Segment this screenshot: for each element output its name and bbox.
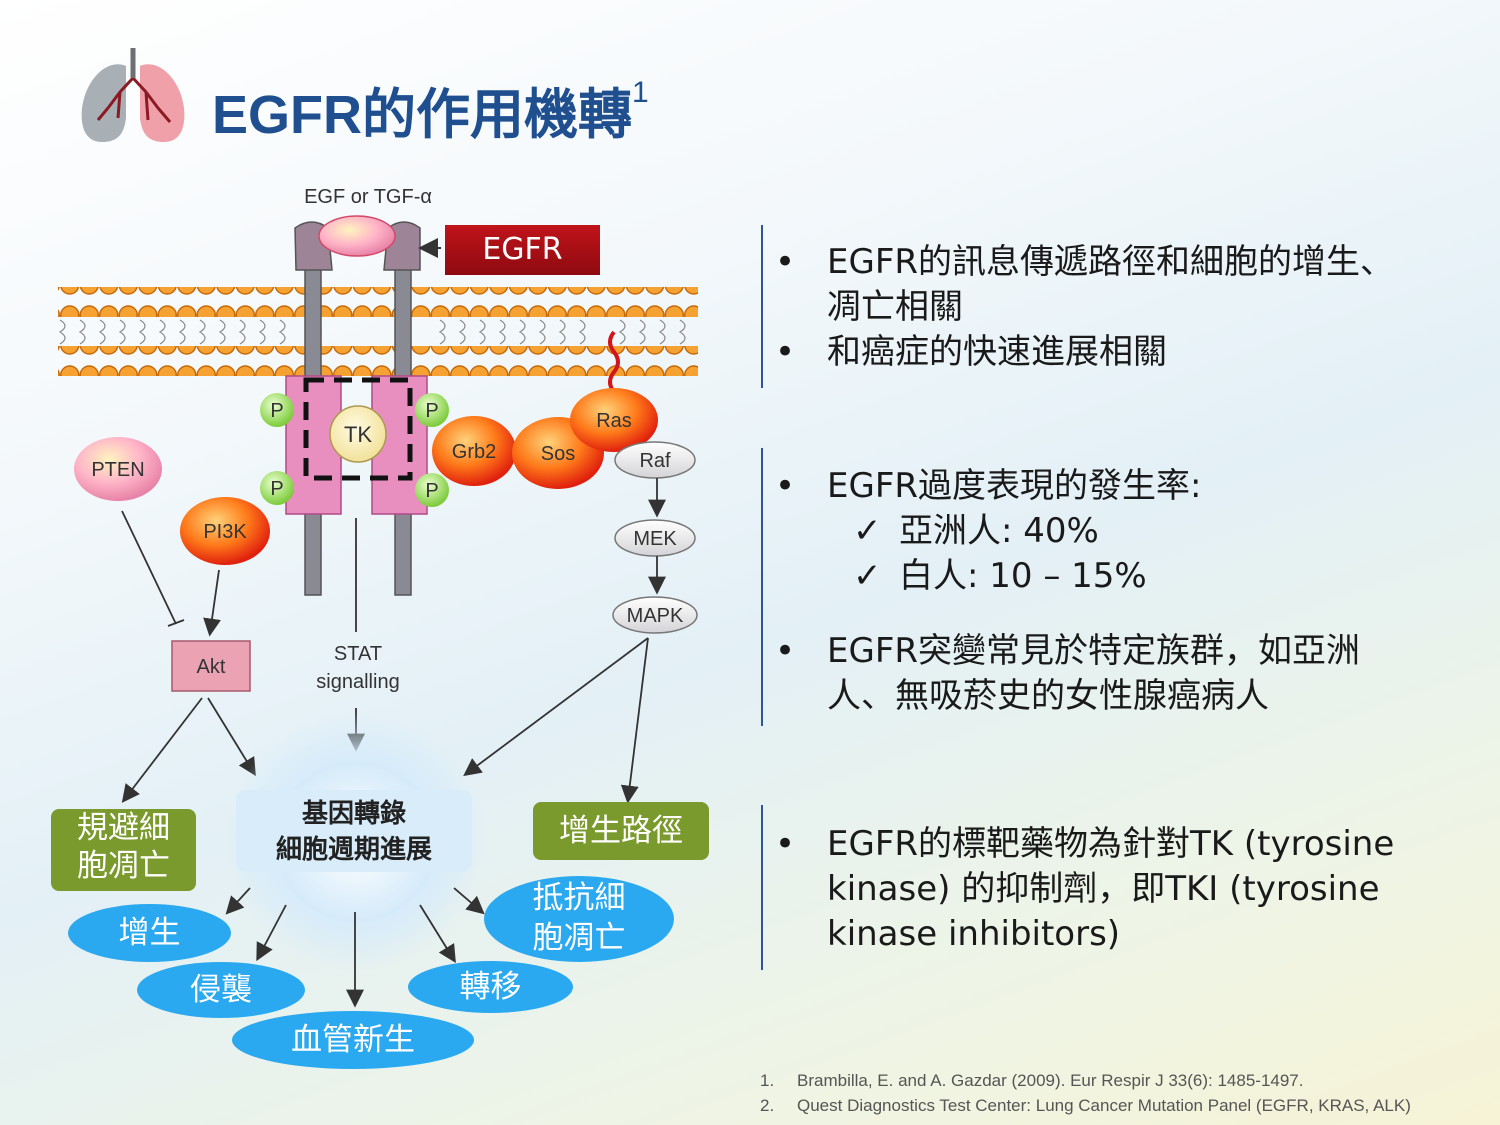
mek-label: MEK — [633, 528, 677, 550]
bullet-text: 凋亡相關 — [827, 287, 963, 327]
sos-label: Sos — [541, 443, 575, 465]
phosphate-label: P — [270, 400, 283, 422]
stat-label: STAT — [334, 643, 382, 665]
egfr-label-box: EGFR — [445, 225, 600, 275]
phosphate-label: P — [425, 400, 438, 422]
bullet-text: EGFR過度表現的發生率: — [827, 466, 1202, 506]
references: 1.Brambilla, E. and A. Gazdar (2009). Eu… — [760, 1068, 1411, 1118]
grb2-label: Grb2 — [452, 441, 496, 463]
white-rate: 白人: 10 – 15% — [899, 556, 1147, 596]
tk-label: TK — [344, 422, 372, 447]
akt-label: Akt — [197, 656, 226, 678]
bullet-group-1: • EGFR的訊息傳遞路徑和細胞的增生、 凋亡相關 • 和癌症的快速進展相關 — [775, 240, 1394, 375]
membrane-inner-layer — [58, 346, 698, 376]
egfr-pathway-diagram: EGF or TGF-α TK P P P P Grb2 Sos Ras — [58, 186, 698, 1008]
raf-node — [614, 441, 696, 479]
phosphate-label: P — [425, 480, 438, 502]
mek-node — [614, 519, 696, 557]
bullet-marker: • — [775, 466, 796, 506]
bullet-group-divider — [761, 225, 763, 388]
mapk-node — [612, 596, 698, 634]
bullet-text: kinase) 的抑制劑，即TKI (tyrosine — [827, 869, 1380, 909]
phosphate-group — [415, 393, 449, 427]
pten-node — [74, 437, 162, 501]
akt-node — [171, 640, 251, 692]
cell-cycle-label: 細胞週期進展 — [276, 834, 432, 865]
lipid-tails — [58, 319, 686, 345]
pi3k-node — [180, 497, 270, 565]
grb2-node — [432, 416, 516, 486]
raf-label: Raf — [639, 450, 671, 472]
apoptosis-evasion-box: 規避細 胞凋亡 — [51, 809, 196, 891]
bullet-marker: • — [775, 631, 796, 671]
ligand-label: EGF or TGF-α — [304, 186, 432, 208]
reference-item: 2.Quest Diagnostics Test Center: Lung Ca… — [760, 1096, 1411, 1115]
page-title: EGFR的作用機轉1 — [212, 76, 649, 145]
bullet-marker: • — [775, 824, 796, 864]
phosphate-group — [260, 393, 294, 427]
signalling-label: signalling — [316, 671, 399, 693]
bullet-text: EGFR突變常見於特定族群，如亞洲 — [827, 631, 1361, 671]
transcription-box — [236, 790, 472, 872]
bullet-group-2: • EGFR過度表現的發生率: ✓ 亞洲人: 40% ✓ 白人: 10 – 15% — [775, 464, 1201, 599]
membrane-outer-layer — [58, 287, 698, 317]
pi3k-label: PI3K — [203, 521, 247, 543]
ras-label: Ras — [596, 410, 632, 432]
check-icon: ✓ — [853, 511, 882, 551]
pten-label: PTEN — [91, 459, 144, 481]
asian-rate: 亞洲人: 40% — [899, 511, 1099, 551]
proliferation-pathway-box: 增生路徑 — [533, 802, 709, 860]
bullet-text: kinase inhibitors) — [827, 914, 1121, 954]
bullet-group-3: • EGFR的標靶藥物為針對TK (tyrosine kinase) 的抑制劑，即… — [775, 822, 1394, 957]
phosphate-group — [260, 471, 294, 505]
bullet-group-divider — [761, 448, 763, 726]
ras-anchor — [608, 330, 620, 394]
bullet-text: 人、無吸菸史的女性腺癌病人 — [827, 676, 1269, 716]
bullet-group-divider — [761, 805, 763, 970]
bullet-text: EGFR的訊息傳遞路徑和細胞的增生、 — [827, 242, 1395, 282]
phosphate-label: P — [270, 478, 283, 500]
ligand-molecule — [318, 215, 396, 257]
tk-domain — [329, 405, 387, 463]
outcome-anti-apoptosis: 抵抗細 胞凋亡 — [484, 876, 674, 962]
mapk-label: MAPK — [627, 605, 684, 627]
tk-domain-box — [303, 377, 413, 481]
check-icon: ✓ — [853, 556, 882, 596]
outcome-angiogenesis: 血管新生 — [232, 1011, 474, 1069]
bullet-marker: • — [775, 332, 796, 372]
outcome-metastasis: 轉移 — [408, 961, 573, 1013]
bullet-group-2b: • EGFR突變常見於特定族群，如亞洲 人、無吸菸史的女性腺癌病人 — [775, 629, 1360, 719]
ras-node — [570, 388, 658, 452]
outcome-invasion: 侵襲 — [137, 962, 305, 1018]
lungs-icon — [81, 48, 185, 142]
bullet-marker: • — [775, 242, 796, 282]
transcription-label: 基因轉錄 — [302, 798, 406, 829]
phosphate-group — [415, 473, 449, 507]
reference-item: 1.Brambilla, E. and A. Gazdar (2009). Eu… — [760, 1071, 1304, 1090]
outcome-proliferation: 增生 — [68, 904, 231, 962]
bullet-text: EGFR的標靶藥物為針對TK (tyrosine — [827, 824, 1395, 864]
bullet-text: 和癌症的快速進展相關 — [827, 332, 1167, 372]
